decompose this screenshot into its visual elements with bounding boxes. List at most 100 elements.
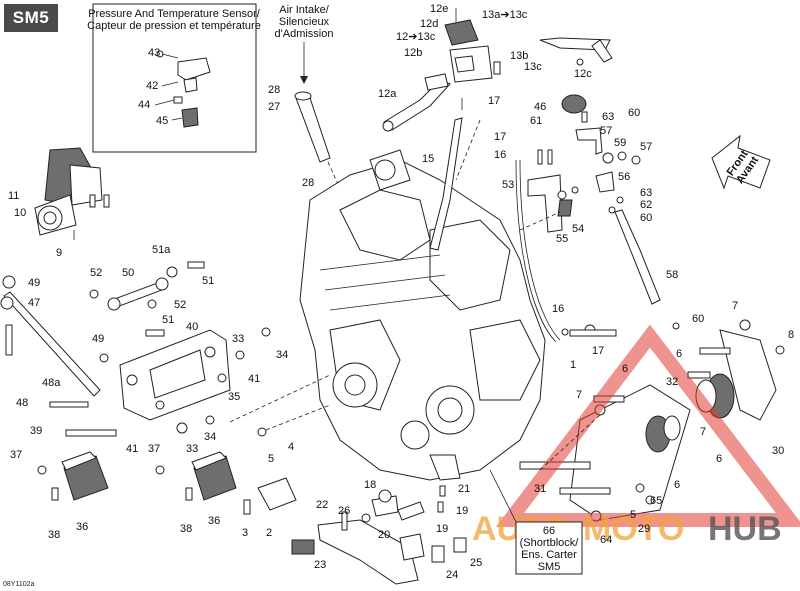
callout: 6 [676,348,682,360]
callout: 63 [602,111,614,123]
callout: 50 [122,267,134,279]
callout: 12a [378,88,397,100]
callout: 30 [772,445,784,457]
callout: 6 [674,479,680,491]
callout: 12e [430,3,448,15]
callout: 36 [76,521,88,533]
callout: 48a [42,377,61,389]
callout: 34 [204,431,216,443]
callout: 65 [650,495,662,507]
callout: 40 [186,321,198,333]
callout: 7 [700,426,706,438]
callout: 27 [268,101,280,113]
bracket-53 [527,149,579,233]
link-rods [0,261,205,397]
callout: 51 [162,314,174,326]
callout: 11 [8,190,19,202]
callout: 4 [288,441,294,453]
callout: 6 [622,363,628,375]
callout: 41 [126,443,138,455]
svg-text:Silencieux: Silencieux [279,16,330,28]
svg-text:66: 66 [543,525,555,537]
hose-15 [429,117,463,251]
callout: 20 [378,529,390,541]
callout: 63 [640,187,652,199]
callout: 15 [422,153,434,165]
svg-text:(Shortblock/: (Shortblock/ [520,537,580,549]
callout: 55 [556,233,568,245]
callout: 12d [420,18,438,30]
callout: 54 [572,223,584,235]
callout: 28 [268,84,280,96]
callout: 41 [248,373,260,385]
callout: 5 [630,509,636,521]
callout: 61 [530,115,542,127]
callout: 2 [266,527,272,539]
callout: 57 [600,125,612,137]
callout: 56 [618,171,630,183]
shortblock-callout: 66 (Shortblock/ Ens. Carter SM5 [489,469,583,575]
air-intake-label: Air Intake/ Silencieux d'Admission [275,4,334,84]
bottom-bracket-23 [291,485,467,585]
svg-text:Ens. Carter: Ens. Carter [521,549,577,561]
callout: 7 [732,300,738,312]
watermark-logo: AUTO MOTO HUB [472,324,800,548]
callout: 5 [268,453,274,465]
callout: 21 [458,483,470,495]
callout: 12b [404,47,422,59]
svg-text:d'Admission: d'Admission [275,28,334,40]
callout: 29 [638,523,650,535]
callout: 36 [208,515,220,527]
callout: 17 [488,95,500,107]
callout: 24 [446,569,458,581]
callout: 49 [28,277,40,289]
callout: 52 [90,267,102,279]
callout: 47 [28,297,40,309]
callout: 25 [470,557,482,569]
callout-labels: 43 42 44 45 11 10 9 28 27 28 12e 12d 12➔… [8,3,794,581]
callout: 16 [494,149,506,161]
callout: 9 [56,247,62,259]
document-code: 08Y1102a [3,581,35,588]
sensor-title-fr: Capteur de pression et température [87,20,261,32]
callout: 62 [640,199,652,211]
callout: 32 [666,376,678,388]
svg-text:HUB: HUB [708,510,782,548]
callout: 8 [788,329,794,341]
pressure-sensor-body [177,57,211,81]
callout: 26 [338,505,350,517]
callout: 52 [174,299,186,311]
callout: 53 [502,179,514,191]
callout: 13c [524,61,542,73]
engine-block [299,149,546,481]
callout: 49 [92,333,104,345]
callout: 35 [228,391,240,403]
front-direction-arrow: Front Avant [711,134,771,190]
sensor-46-assembly [561,94,680,330]
callout: 64 [600,534,612,546]
lever-assembly [382,8,613,132]
callout: 39 [30,425,42,437]
callout: 51a [152,244,171,256]
callout: 17 [494,131,506,143]
callout: 33 [186,443,198,455]
callout: 23 [314,559,326,571]
callout: 1 [570,359,576,371]
intake-hose [295,97,331,163]
callout: 60 [692,313,704,325]
callout: 28 [302,177,314,189]
callout: 10 [14,207,26,219]
callout: 12➔13c [396,31,436,43]
sensor-inset: Pressure And Temperature Sensor/ Capteur… [87,3,261,153]
callout: 12c [574,68,592,80]
callout: 3 [242,527,248,539]
callout: 37 [10,449,22,461]
callout: 38 [180,523,192,535]
callout: 57 [640,141,652,153]
callout: 7 [576,389,582,401]
callout: 51 [202,275,214,287]
oil-filter-assembly [34,147,110,240]
callout: 60 [628,107,640,119]
callout: 34 [276,349,288,361]
callout: 17 [592,345,604,357]
